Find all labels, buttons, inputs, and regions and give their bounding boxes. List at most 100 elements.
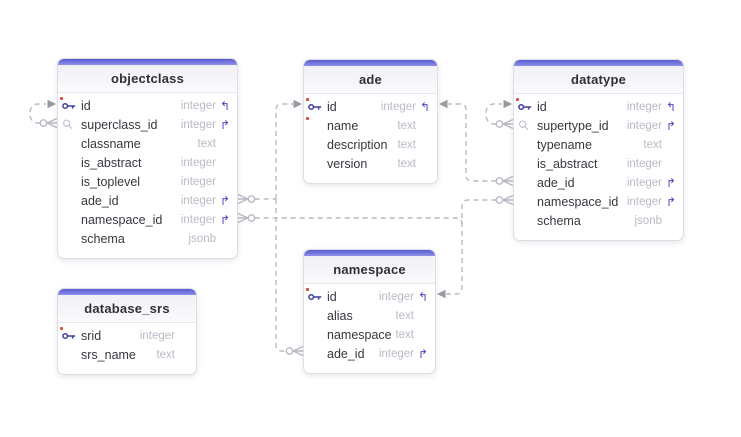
foreign-key-arrow-icon: ↱ [665,175,676,190]
column-row-database_srs-srid[interactable]: srid integer [58,326,196,345]
column-type: text [397,119,416,132]
foreign-key-arrow-icon: ↱ [665,118,676,133]
table-header-datatype[interactable]: datatype [514,66,683,94]
column-row-objectclass-ade_id[interactable]: ade_id integer↱ [58,191,237,210]
table-title: objectclass [110,71,184,86]
table-header-database_srs[interactable]: database_srs [58,295,196,323]
referenced-arrow-icon: ↰ [219,98,230,113]
relation-namespace-ade_id-to-ade-id[interactable] [275,199,304,357]
relation-datatype-ade_id-to-ade-id[interactable] [439,99,514,187]
column-type: jsonb [188,232,217,245]
column-type: integer [180,156,216,169]
column-name: ade_id [537,175,575,190]
column-name: alias [327,308,353,323]
column-name: ade_id [81,193,119,208]
column-type: integer [378,290,414,303]
relation-objectclass-ade_id-to-ade-id[interactable] [237,99,302,205]
primary-key-icon [308,102,327,112]
column-name: id [81,98,91,113]
column-name: name [327,118,359,133]
required-dot [306,117,309,120]
foreign-key-arrow-icon: ↱ [219,193,230,208]
column-name: typename [537,137,592,152]
referenced-arrow-icon: ↰ [665,99,676,114]
relation-objectclass-superclass_id-to-objectclass-id[interactable] [29,99,58,129]
column-row-datatype-typename[interactable]: typename text [514,135,683,154]
table-header-accent [514,60,683,66]
column-type: integer [626,157,662,170]
column-type: integer [626,195,662,208]
relation-datatype-supertype_id-to-datatype-id[interactable] [485,99,514,130]
table-header-objectclass[interactable]: objectclass [58,65,237,93]
column-row-objectclass-is_toplevel[interactable]: is_toplevel integer [58,172,237,191]
column-type: integer [139,329,175,342]
column-type: integer [626,100,662,113]
foreign-key-arrow-icon: ↱ [417,346,428,361]
column-type: integer [626,119,662,132]
required-dot [60,327,63,330]
column-row-objectclass-is_abstract[interactable]: is_abstract integer [58,153,237,172]
table-header-namespace[interactable]: namespace [304,256,435,284]
column-type: integer [180,175,216,188]
column-name: schema [81,231,125,246]
relation-objectclass-namespace_id-to-namespace-id[interactable] [237,212,463,225]
required-dot [60,97,63,100]
column-row-datatype-id[interactable]: id integer↰ [514,97,683,116]
column-name: srid [81,328,102,343]
column-type: integer [180,118,216,131]
column-row-datatype-supertype_id[interactable]: supertype_id integer↱ [514,116,683,135]
table-header-ade[interactable]: ade [304,66,437,94]
column-name: namespace_id [81,212,163,227]
column-name: is_toplevel [81,174,141,189]
column-name: description [327,137,388,152]
column-type: integer [180,194,216,207]
column-name: ade_id [327,346,365,361]
column-type: text [156,348,175,361]
column-type: text [643,138,662,151]
column-name: id [537,99,547,114]
table-title: datatype [570,72,627,87]
column-row-ade-name[interactable]: name text [304,116,437,135]
column-name: supertype_id [537,118,609,133]
column-row-datatype-is_abstract[interactable]: is_abstract integer [514,154,683,173]
relation-datatype-namespace_id-to-namespace-id[interactable] [437,194,514,299]
required-dot [306,288,309,291]
column-type: text [197,137,216,150]
table-header-accent [58,59,237,65]
required-dot [306,98,309,101]
foreign-key-arrow-icon: ↱ [665,194,676,209]
column-name: is_abstract [537,156,598,171]
referenced-arrow-icon: ↰ [419,99,430,114]
table-title: database_srs [84,301,170,316]
column-row-objectclass-schema[interactable]: schema jsonb [58,229,237,248]
column-name: id [327,289,337,304]
primary-key-icon [308,292,327,302]
column-type: text [397,157,416,170]
column-name: is_abstract [81,155,142,170]
